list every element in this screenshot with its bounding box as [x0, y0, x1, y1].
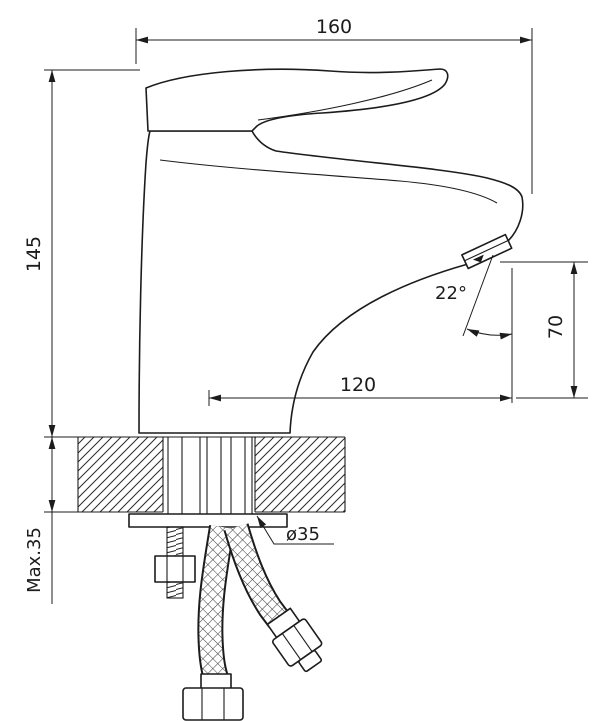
dimension-label-160: 160: [316, 16, 352, 38]
faucet-shank: [199, 437, 253, 514]
mounting-stud-upper: [167, 437, 183, 514]
dimension-outlet-height: 70: [500, 261, 588, 399]
stud-nut: [154, 555, 196, 583]
threaded-stud: [166, 526, 184, 557]
supply-hose-diagonal: [223, 523, 323, 673]
mounting-flange: [128, 513, 288, 528]
extension-lines: [135, 28, 533, 194]
leader-line: [256, 515, 334, 545]
braided-hose-texture: [225, 523, 288, 627]
dimension-hole-diameter: ø35: [256, 515, 334, 545]
stud-nut-facets: [166, 556, 184, 582]
threaded-stud-tip: [166, 581, 184, 599]
hose-connection-nut: [182, 687, 244, 721]
lever-contour-line: [257, 79, 433, 121]
angle-arc: [466, 328, 513, 340]
dimension-spout-reach: 120: [208, 268, 513, 406]
dimension-label-22deg: 22°: [435, 283, 467, 304]
dimension-label-145: 145: [23, 236, 45, 272]
dimension-label-70: 70: [545, 315, 567, 339]
supply-hose-vertical: [182, 524, 244, 721]
dimension-spout-angle: 22°: [435, 254, 513, 340]
dimension-label-d35: ø35: [286, 524, 320, 545]
dimension-max-deck-thickness: Max.35: [24, 437, 78, 604]
faucet-body-and-spout: [138, 130, 524, 434]
extension-lines: [44, 69, 140, 438]
extension-lines: [500, 261, 588, 399]
hose-tails-in-shank: [206, 437, 246, 514]
outlet-flow-mark: [472, 254, 484, 263]
dimension-overall-length: 160: [135, 16, 533, 194]
lever-handle: [145, 68, 449, 132]
dimension-overall-height: 145: [23, 69, 140, 438]
dimension-label-max35: Max.35: [24, 527, 45, 593]
hose-nut-facets: [201, 688, 225, 720]
dimension-label-120: 120: [340, 374, 376, 396]
spout-contour-line: [159, 159, 498, 204]
angle-reference-ray: [462, 254, 494, 337]
countertop-hatch-left: [78, 437, 163, 512]
braided-hose-texture: [199, 525, 233, 682]
countertop-hatch-right: [255, 437, 345, 512]
faucet: [138, 68, 524, 434]
countertop-section: [77, 436, 346, 513]
mounting-hole-edges: [162, 437, 256, 512]
hose-nut-facets: [281, 625, 313, 661]
spout-outlet-aerator: [461, 233, 513, 270]
countertop-edge-lines: [77, 437, 346, 512]
hose-threaded-tip: [298, 649, 323, 673]
hose-end-fitting: [266, 607, 323, 673]
